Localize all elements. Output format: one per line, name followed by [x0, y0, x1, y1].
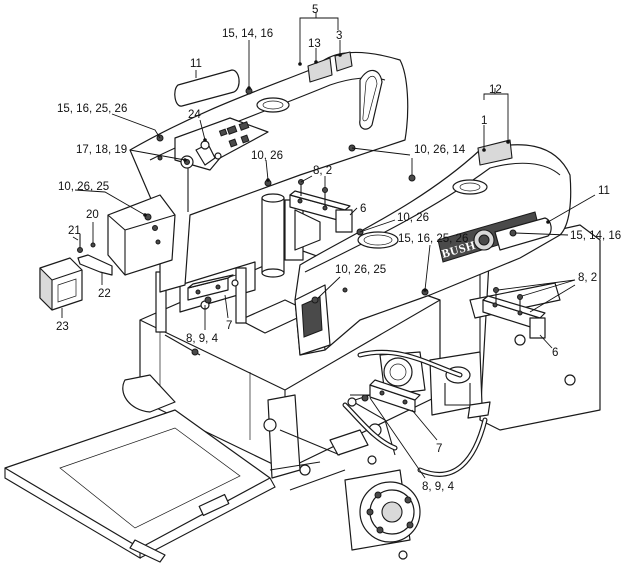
callout-label: 17, 18, 19 [76, 144, 127, 156]
callout-label: 15, 14, 16 [222, 28, 273, 40]
callout-label: 22 [98, 288, 111, 300]
bracket-7-lower [347, 379, 421, 413]
hydraulic-hoses [342, 349, 488, 477]
callout-label: 6 [552, 347, 558, 359]
wheel-hub [344, 455, 421, 560]
callout-label: 13 [308, 38, 321, 50]
callout-label: 7 [226, 320, 232, 332]
steering-column [261, 193, 321, 278]
callout-label: 8, 2 [578, 272, 597, 284]
decal-11-left [174, 69, 240, 107]
callout-label: 24 [188, 109, 201, 121]
callout-label: 8, 9, 4 [186, 333, 219, 345]
callout-label: 10, 26, 25 [58, 181, 109, 193]
leader-lines [61, 12, 596, 479]
callout-label: 8, 9, 4 [422, 481, 455, 493]
callout-label: 15, 14, 16 [570, 230, 621, 242]
callout-label: 20 [86, 209, 99, 221]
callout-label: 10, 26, 25 [335, 264, 386, 276]
callout-label: 11 [598, 185, 610, 197]
left-console-shroud [107, 51, 409, 293]
callout-label: 23 [56, 321, 69, 333]
bracket-6-upper [289, 179, 353, 233]
callout-label: 3 [336, 30, 342, 42]
callout-label: 10, 26 [251, 150, 283, 162]
callout-label: 6 [360, 203, 366, 215]
foot-platform [4, 409, 276, 563]
right-console-shroud: BUSH HOG [294, 139, 572, 356]
callout-label: 15, 16, 25, 26 [57, 103, 127, 115]
callout-label: 10, 26, 14 [414, 144, 466, 156]
callout-label: 15, 16, 25, 26 [398, 233, 468, 245]
callout-labels: 5 13 3 15, 14, 16 11 15, 16, 25, 26 24 1… [56, 4, 621, 493]
callout-label: 21 [68, 225, 81, 237]
callout-label: 1 [481, 115, 487, 127]
loose-parts [39, 234, 113, 311]
callout-label: 10, 26 [397, 212, 429, 224]
callout-label: 7 [436, 443, 442, 455]
callout-label: 5 [312, 4, 318, 16]
callout-label: 12 [489, 84, 502, 96]
callout-label: 8, 2 [313, 165, 332, 177]
bracket-6-lower [482, 287, 546, 339]
callout-label: 11 [190, 58, 202, 70]
